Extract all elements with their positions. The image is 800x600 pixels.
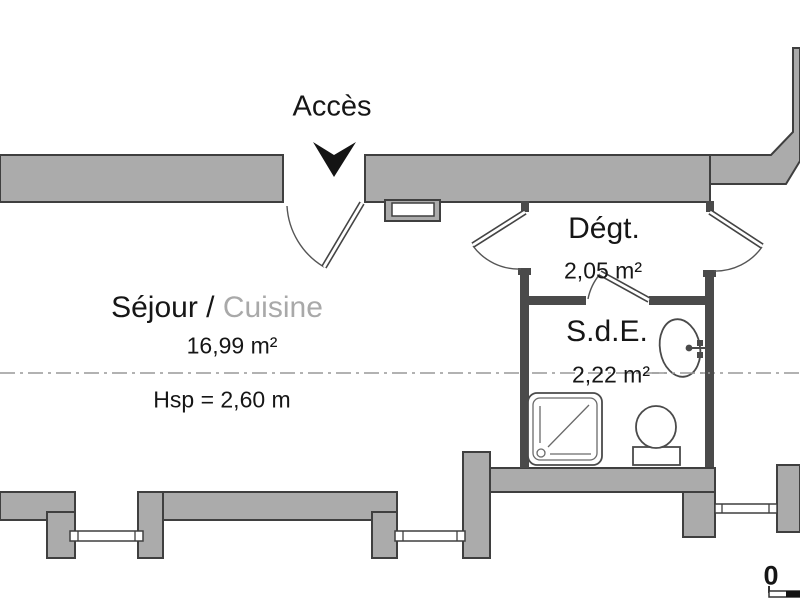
- degt-right-door-arc: [713, 246, 763, 272]
- wall-pier-4: [462, 451, 491, 559]
- fixtures: [527, 318, 710, 466]
- room-area-degagement: 2,05 m²: [564, 257, 642, 284]
- sde-door-leaf: [599, 271, 650, 302]
- sink-tap-handle: [697, 340, 703, 346]
- entry-door-arc: [286, 205, 325, 268]
- doors: [286, 201, 764, 303]
- wall-top-left: [0, 154, 284, 203]
- wall-bottom-center: [162, 491, 398, 521]
- window-right: [714, 503, 778, 514]
- partition-walls: [518, 201, 716, 468]
- sde-wall-left: [520, 269, 529, 468]
- room-name-salle-deau: S.d.E.: [566, 315, 648, 348]
- scale-bar-outline: [768, 590, 800, 598]
- access-label: Accès: [292, 90, 372, 123]
- access-arrow-icon: [313, 142, 356, 177]
- scale-bar-filled: [786, 591, 800, 597]
- exterior-walls: [0, 47, 800, 559]
- sde-wall-top-left: [520, 296, 586, 305]
- scale-bar: [768, 586, 800, 598]
- niche-inner: [391, 202, 435, 217]
- jamb-degt-right: [706, 201, 714, 212]
- shower-detail: [547, 404, 590, 448]
- room-name-degagement: Dégt.: [568, 212, 640, 245]
- wall-top-right: [709, 47, 800, 185]
- shower-drain: [536, 448, 546, 458]
- ceiling-height-label: Hsp = 2,60 m: [153, 386, 291, 413]
- window-center: [394, 530, 466, 542]
- room-name-sejour-primary: Séjour /: [111, 291, 223, 324]
- room-name-sejour: Séjour / Cuisine: [111, 293, 323, 323]
- entry-door-leaf: [322, 202, 364, 268]
- degt-left-door-leaf: [472, 210, 526, 247]
- sde-wall-top-right: [649, 296, 714, 305]
- sink-tap-handle: [697, 352, 703, 358]
- degt-right-door-leaf: [709, 210, 763, 248]
- scale-zero-label: 0: [763, 560, 779, 591]
- room-area-sejour: 16,99 m²: [186, 332, 278, 359]
- jamb-degt-left: [521, 201, 529, 212]
- shower-tray-inner: [532, 397, 598, 461]
- toilet-bowl: [635, 405, 677, 449]
- wall-bottom-right: [776, 464, 800, 533]
- sink-tap-knob: [685, 344, 693, 352]
- window-left: [69, 530, 144, 542]
- wall-bottom-sde: [489, 467, 716, 493]
- toilet-tank: [632, 446, 681, 466]
- wall-pier-2: [137, 491, 164, 559]
- room-name-sejour-secondary: Cuisine: [222, 291, 323, 324]
- windows: [69, 503, 778, 542]
- wall-pier-3: [371, 511, 398, 559]
- wall-pier-5: [682, 491, 716, 538]
- room-area-salle-deau: 2,22 m²: [572, 361, 650, 388]
- wall-top-middle: [364, 154, 711, 203]
- sde-wall-right: [705, 272, 714, 467]
- degt-left-door-arc: [472, 245, 522, 270]
